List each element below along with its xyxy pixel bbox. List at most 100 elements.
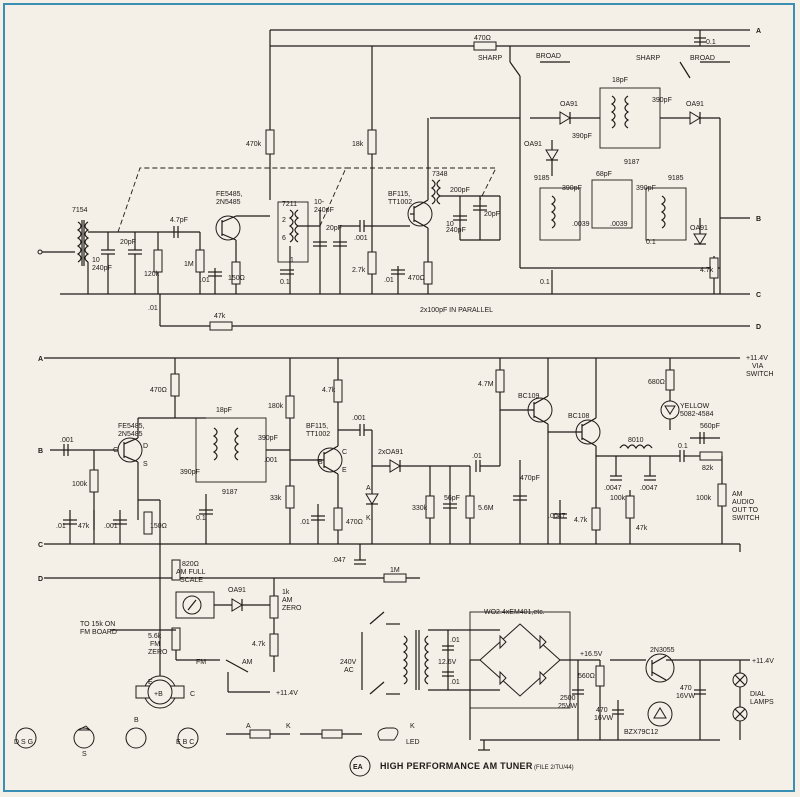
bot-c01e-label: 0.1 xyxy=(678,443,688,450)
diagram-title: HIGH PERFORMANCE AM TUNER xyxy=(380,761,533,771)
bot-c01a-label: .01 xyxy=(56,523,66,530)
bot-c470-label: 470pF xyxy=(520,475,540,482)
power-supply xyxy=(361,611,750,751)
top-source-network xyxy=(195,232,241,294)
coil-8010-label: 8010 xyxy=(628,437,644,444)
bot-c01d-label: .01 xyxy=(472,453,482,460)
pinout-c-label: C xyxy=(190,691,195,698)
to-15k-label-2: FM BOARD xyxy=(80,629,117,636)
agc-network xyxy=(354,544,407,583)
top-r470k xyxy=(265,46,275,200)
pinout-2-label: S xyxy=(82,751,87,758)
s-label: S xyxy=(143,461,148,468)
bot-r4-7k-a-label: 4.7k xyxy=(322,387,336,394)
supply-label-3: SWITCH xyxy=(746,371,774,378)
input-tuning-caps xyxy=(101,232,163,294)
audio-label-3: OUT TO xyxy=(732,507,759,514)
top-r18k xyxy=(367,46,377,294)
top-c47-label: 4.7pF xyxy=(170,217,188,224)
bot-c18-label: 18pF xyxy=(216,407,232,414)
pin-1: 1 xyxy=(290,257,294,264)
led-k-label: K xyxy=(410,723,415,730)
c-label: C xyxy=(342,449,347,456)
zener-label: BZX79C12 xyxy=(624,729,658,736)
if-coil-7348 xyxy=(430,179,501,241)
top-c01a-label: .01 xyxy=(200,277,210,284)
bridge-label: WO2.4xEM401,etc. xyxy=(484,609,545,616)
pinout-1-label: D S G xyxy=(14,739,33,746)
a-label: A xyxy=(366,485,371,492)
bot-r4-7M-label: 4.7M xyxy=(478,381,494,388)
bottom-filter-8010 xyxy=(596,432,741,552)
top-c10-label: 10 xyxy=(446,221,454,228)
top-bf-label-1: BF115, xyxy=(388,191,410,198)
bot-fet-label-1: FE5485, xyxy=(118,423,145,430)
bot-c0047a-label: .0047 xyxy=(548,513,566,520)
if-7211-label: 7211 xyxy=(282,201,297,208)
sharp-broad-switch[interactable] xyxy=(430,46,730,268)
bottom-rail-c: C xyxy=(38,542,43,549)
top-r47k-label: 47k xyxy=(214,313,226,320)
bot-r330k-label: 330k xyxy=(412,505,428,512)
to-15k-label-1: TO 15k ON xyxy=(80,621,115,628)
b-label: B xyxy=(318,459,323,466)
oa91-top-1: OA91 xyxy=(560,101,578,108)
top-c240-label: 240pF xyxy=(92,265,112,272)
bot-r1M-label: 1M xyxy=(390,567,400,574)
bot-bf-label-2: TT1002 xyxy=(306,431,330,438)
top-c390c-label: 390pF xyxy=(562,185,582,192)
yellow-led xyxy=(660,358,680,430)
yellow-led-label-2: 5082-4584 xyxy=(680,411,714,418)
audio-label-2: AUDIO xyxy=(732,499,755,506)
top-r1M-label: 1M xyxy=(184,261,194,268)
top-c200-label: 200pF xyxy=(450,187,470,194)
top-r18k-label: 18k xyxy=(352,141,364,148)
bc108-label: BC108 xyxy=(568,413,590,420)
ea-logo-text: EA xyxy=(353,764,363,771)
top-c390d-label: 390pF xyxy=(636,185,656,192)
sharp-label-1: SHARP xyxy=(478,55,502,62)
bot-r5-6M-label: 5.6M xyxy=(478,505,494,512)
am-zero-label-1: 1k xyxy=(282,589,290,596)
bot-r150-label: 150Ω xyxy=(150,523,167,530)
input-coil-7154 xyxy=(37,220,200,294)
top-c20pf2-label: 20pF xyxy=(326,225,342,232)
rail-c-label: C xyxy=(756,292,761,299)
top-c390a-label: 390pF xyxy=(652,97,672,104)
oa91-x2-label: 2xOA91 xyxy=(378,449,403,456)
led-label: LED xyxy=(406,739,420,746)
bottom-input xyxy=(63,444,120,544)
broad-label-2: BROAD xyxy=(690,55,715,62)
top-fet-label-1: FE5485, xyxy=(216,191,243,198)
psu-c01a-label: .01 xyxy=(450,637,460,644)
am-zero-label-3: ZERO xyxy=(282,605,302,612)
rail-d-label: D xyxy=(756,324,761,331)
dial-lamps-label-1: DIAL xyxy=(750,691,766,698)
bot-c047-label: .047 xyxy=(332,557,346,564)
top-c01top-label: 0.1 xyxy=(706,39,716,46)
oa91-top-4: OA91 xyxy=(690,225,708,232)
bot-c001-label: .001 xyxy=(352,415,366,422)
top-c0039b-label: .0039 xyxy=(610,221,628,228)
top-c01e-label: 0.1 xyxy=(646,239,656,246)
fm-zero-label-3: ZERO xyxy=(148,649,168,656)
oa91-meter-label: OA91 xyxy=(228,587,246,594)
pinout-e-label: E xyxy=(148,679,153,686)
coil-7154-label: 7154 xyxy=(72,207,88,214)
bottom-rail-a: A xyxy=(38,356,43,363)
meter-network xyxy=(110,559,279,700)
top-fet-label-2: 2N5485 xyxy=(216,199,241,206)
bot-c0047b-label: .0047 xyxy=(604,485,622,492)
if-coil-7211 xyxy=(277,201,320,294)
plus114-label: +11.4V xyxy=(276,690,298,697)
broad-label-1: BROAD xyxy=(536,53,561,60)
bot-c001b-label: .001 xyxy=(104,523,118,530)
mains-label-1: 240V xyxy=(340,659,357,666)
am-fs-label-1: 820Ω xyxy=(182,561,199,568)
bot-c01b2-label: 0.1 xyxy=(196,515,206,522)
top-emitter-network xyxy=(391,261,433,294)
bottom-source-network xyxy=(113,499,161,580)
fm-zero-label-2: FM xyxy=(150,641,160,648)
top-c68-label: 68pF xyxy=(596,171,612,178)
